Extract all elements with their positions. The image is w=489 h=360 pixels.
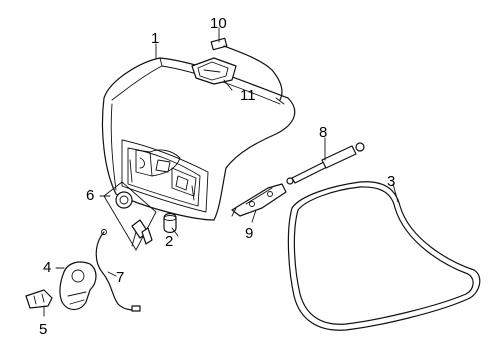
weatherstrip-seal [287,181,481,331]
callout-11: 11 [240,87,256,104]
callout-3: 3 [387,173,395,190]
lamp-assembly [191,37,285,105]
leader-lines [43,27,399,317]
callout-8: 8 [319,124,327,141]
lock-cylinder-kit [103,181,157,251]
callout-labels: 1 2 3 4 5 6 7 8 9 10 11 [39,15,395,338]
callout-2: 2 [165,233,173,250]
striker [25,289,53,309]
callout-5: 5 [39,321,47,338]
hinge [231,183,287,217]
callout-4: 4 [43,259,51,276]
callout-1: 1 [151,30,159,47]
gas-strut [286,142,365,185]
callout-6: 6 [86,187,94,204]
release-cable [95,229,141,312]
callout-10: 10 [210,15,227,32]
trunk-latch [59,261,97,311]
callout-9: 9 [245,225,253,242]
plug [163,212,177,234]
callout-7: 7 [116,269,124,286]
